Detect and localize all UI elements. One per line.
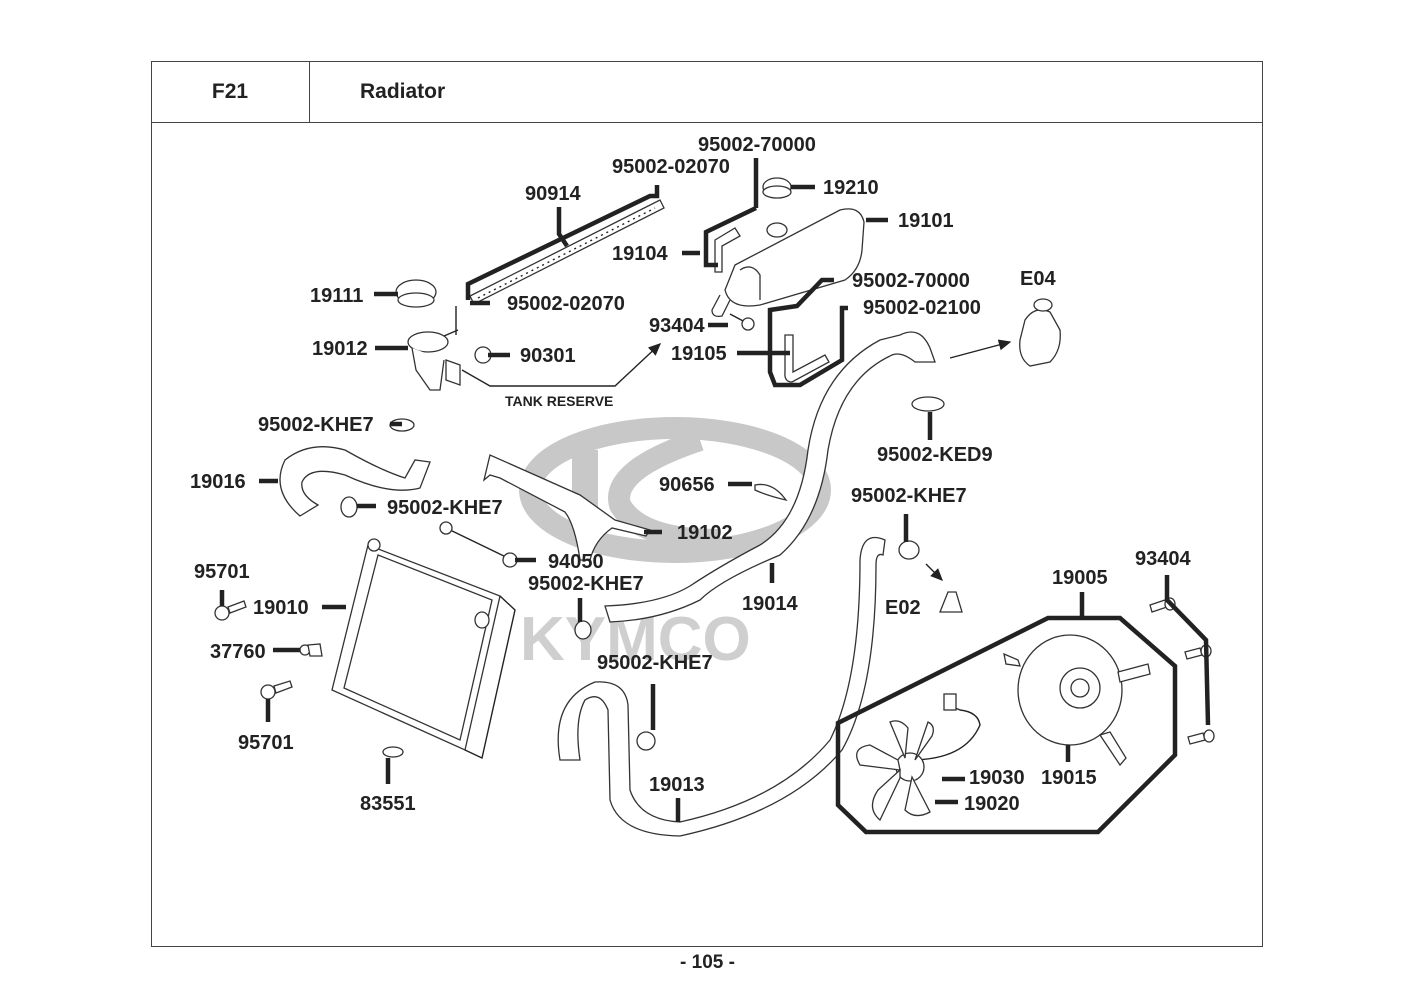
part-band-90656 [754,483,788,502]
callout-19020: 19020 [964,793,1020,815]
part-hose-19016 [279,446,431,517]
part-bracket-19102 [482,454,652,561]
part-hose-19013 [557,536,886,837]
part-clamp-95002-khe7-b [340,496,358,518]
callout-83551: 83551 [360,793,416,815]
callout-labels: 95002-70000 95002-02070 90914 19210 1910… [190,134,1191,815]
callout-95002-02070-top: 95002-02070 [612,156,730,178]
part-radiator-cap-19111 [395,279,437,308]
callout-95002-khe7-d: 95002-KHE7 [528,573,644,595]
part-bolt-95701-top [214,600,247,621]
part-thermo-switch-37760 [299,643,323,657]
section-title: Radiator [360,80,446,103]
callout-e04: E04 [1020,268,1056,290]
header-divider [151,122,1263,123]
part-thermostat-e02 [939,591,963,613]
part-hose-19014 [604,331,936,623]
callout-19013: 19013 [649,774,705,796]
part-pump-cover-e04 [1019,298,1061,367]
callout-95701-bottom: 95701 [238,732,294,754]
callout-95002-khe7-b-right: 95002-KHE7 [851,485,967,507]
callout-93404-fan: 93404 [1135,548,1191,570]
part-pipe-19105 [784,334,830,383]
callout-95002-khe7-c-left: 95002-KHE7 [387,497,503,519]
callout-93404-tank: 93404 [649,315,705,337]
part-elbow-19104 [714,227,741,273]
part-clamp-95002-khe7-c [574,620,592,640]
callout-19102: 19102 [677,522,733,544]
callout-95002-ked9: 95002-KED9 [877,444,993,466]
callout-19210: 19210 [823,177,879,199]
callout-19104: 19104 [612,243,668,265]
callout-19005: 19005 [1052,567,1108,589]
part-grommet-83551 [382,746,404,758]
part-reserve-tank-19101 [711,208,865,318]
callout-37760: 37760 [210,641,266,663]
part-bolt-94050 [439,521,518,568]
callout-19010: 19010 [253,597,309,619]
callout-19014: 19014 [742,593,798,615]
part-radiator-19010 [331,538,516,760]
tank-reserve-note: TANK RESERVE [505,393,613,409]
callout-94050: 94050 [548,551,604,573]
callout-19015: 19015 [1041,767,1097,789]
callout-e02: E02 [885,597,921,619]
part-fan-blade-19020 [856,720,934,822]
callout-95002-khe7-a: 95002-KHE7 [258,414,374,436]
part-filler-neck-19012 [407,329,461,391]
callout-95002-02100: 95002-02100 [863,297,981,319]
part-bolt-95701-bottom [260,680,293,700]
callout-90914: 90914 [525,183,581,205]
part-cap-19210 [762,177,792,199]
page-number: - 105 - [680,952,735,973]
diagram-frame [151,61,1263,947]
callout-90301: 90301 [520,345,576,367]
section-code: F21 [151,61,310,123]
leader-lines [219,158,1211,822]
callout-95002-02070-bottom: 95002-02070 [507,293,625,315]
part-bolts-93404-fan [1149,597,1215,745]
part-bolt-93404-tank [729,313,755,331]
callout-95002-70000-top: 95002-70000 [698,134,816,156]
callout-19111: 19111 [310,285,363,307]
part-fan-shroud-19015 [1003,634,1151,767]
callout-95701-top: 95701 [194,561,250,583]
callout-19101: 19101 [898,210,954,232]
fan-assembly-group-outline [835,615,1178,835]
callout-19105: 19105 [671,343,727,365]
callout-95002-70000-mid: 95002-70000 [852,270,970,292]
part-clamp-95002-khe7-d [898,540,920,560]
callout-19016: 19016 [190,471,246,493]
callout-19030: 19030 [969,767,1025,789]
callout-95002-khe7-e: 95002-KHE7 [597,652,713,674]
callout-19012: 19012 [312,338,368,360]
part-clamp-95002-khe7-e [636,731,656,751]
part-clamp-95002-ked9 [911,396,945,412]
callout-90656: 90656 [659,474,715,496]
part-fan-motor-19030 [895,693,981,782]
